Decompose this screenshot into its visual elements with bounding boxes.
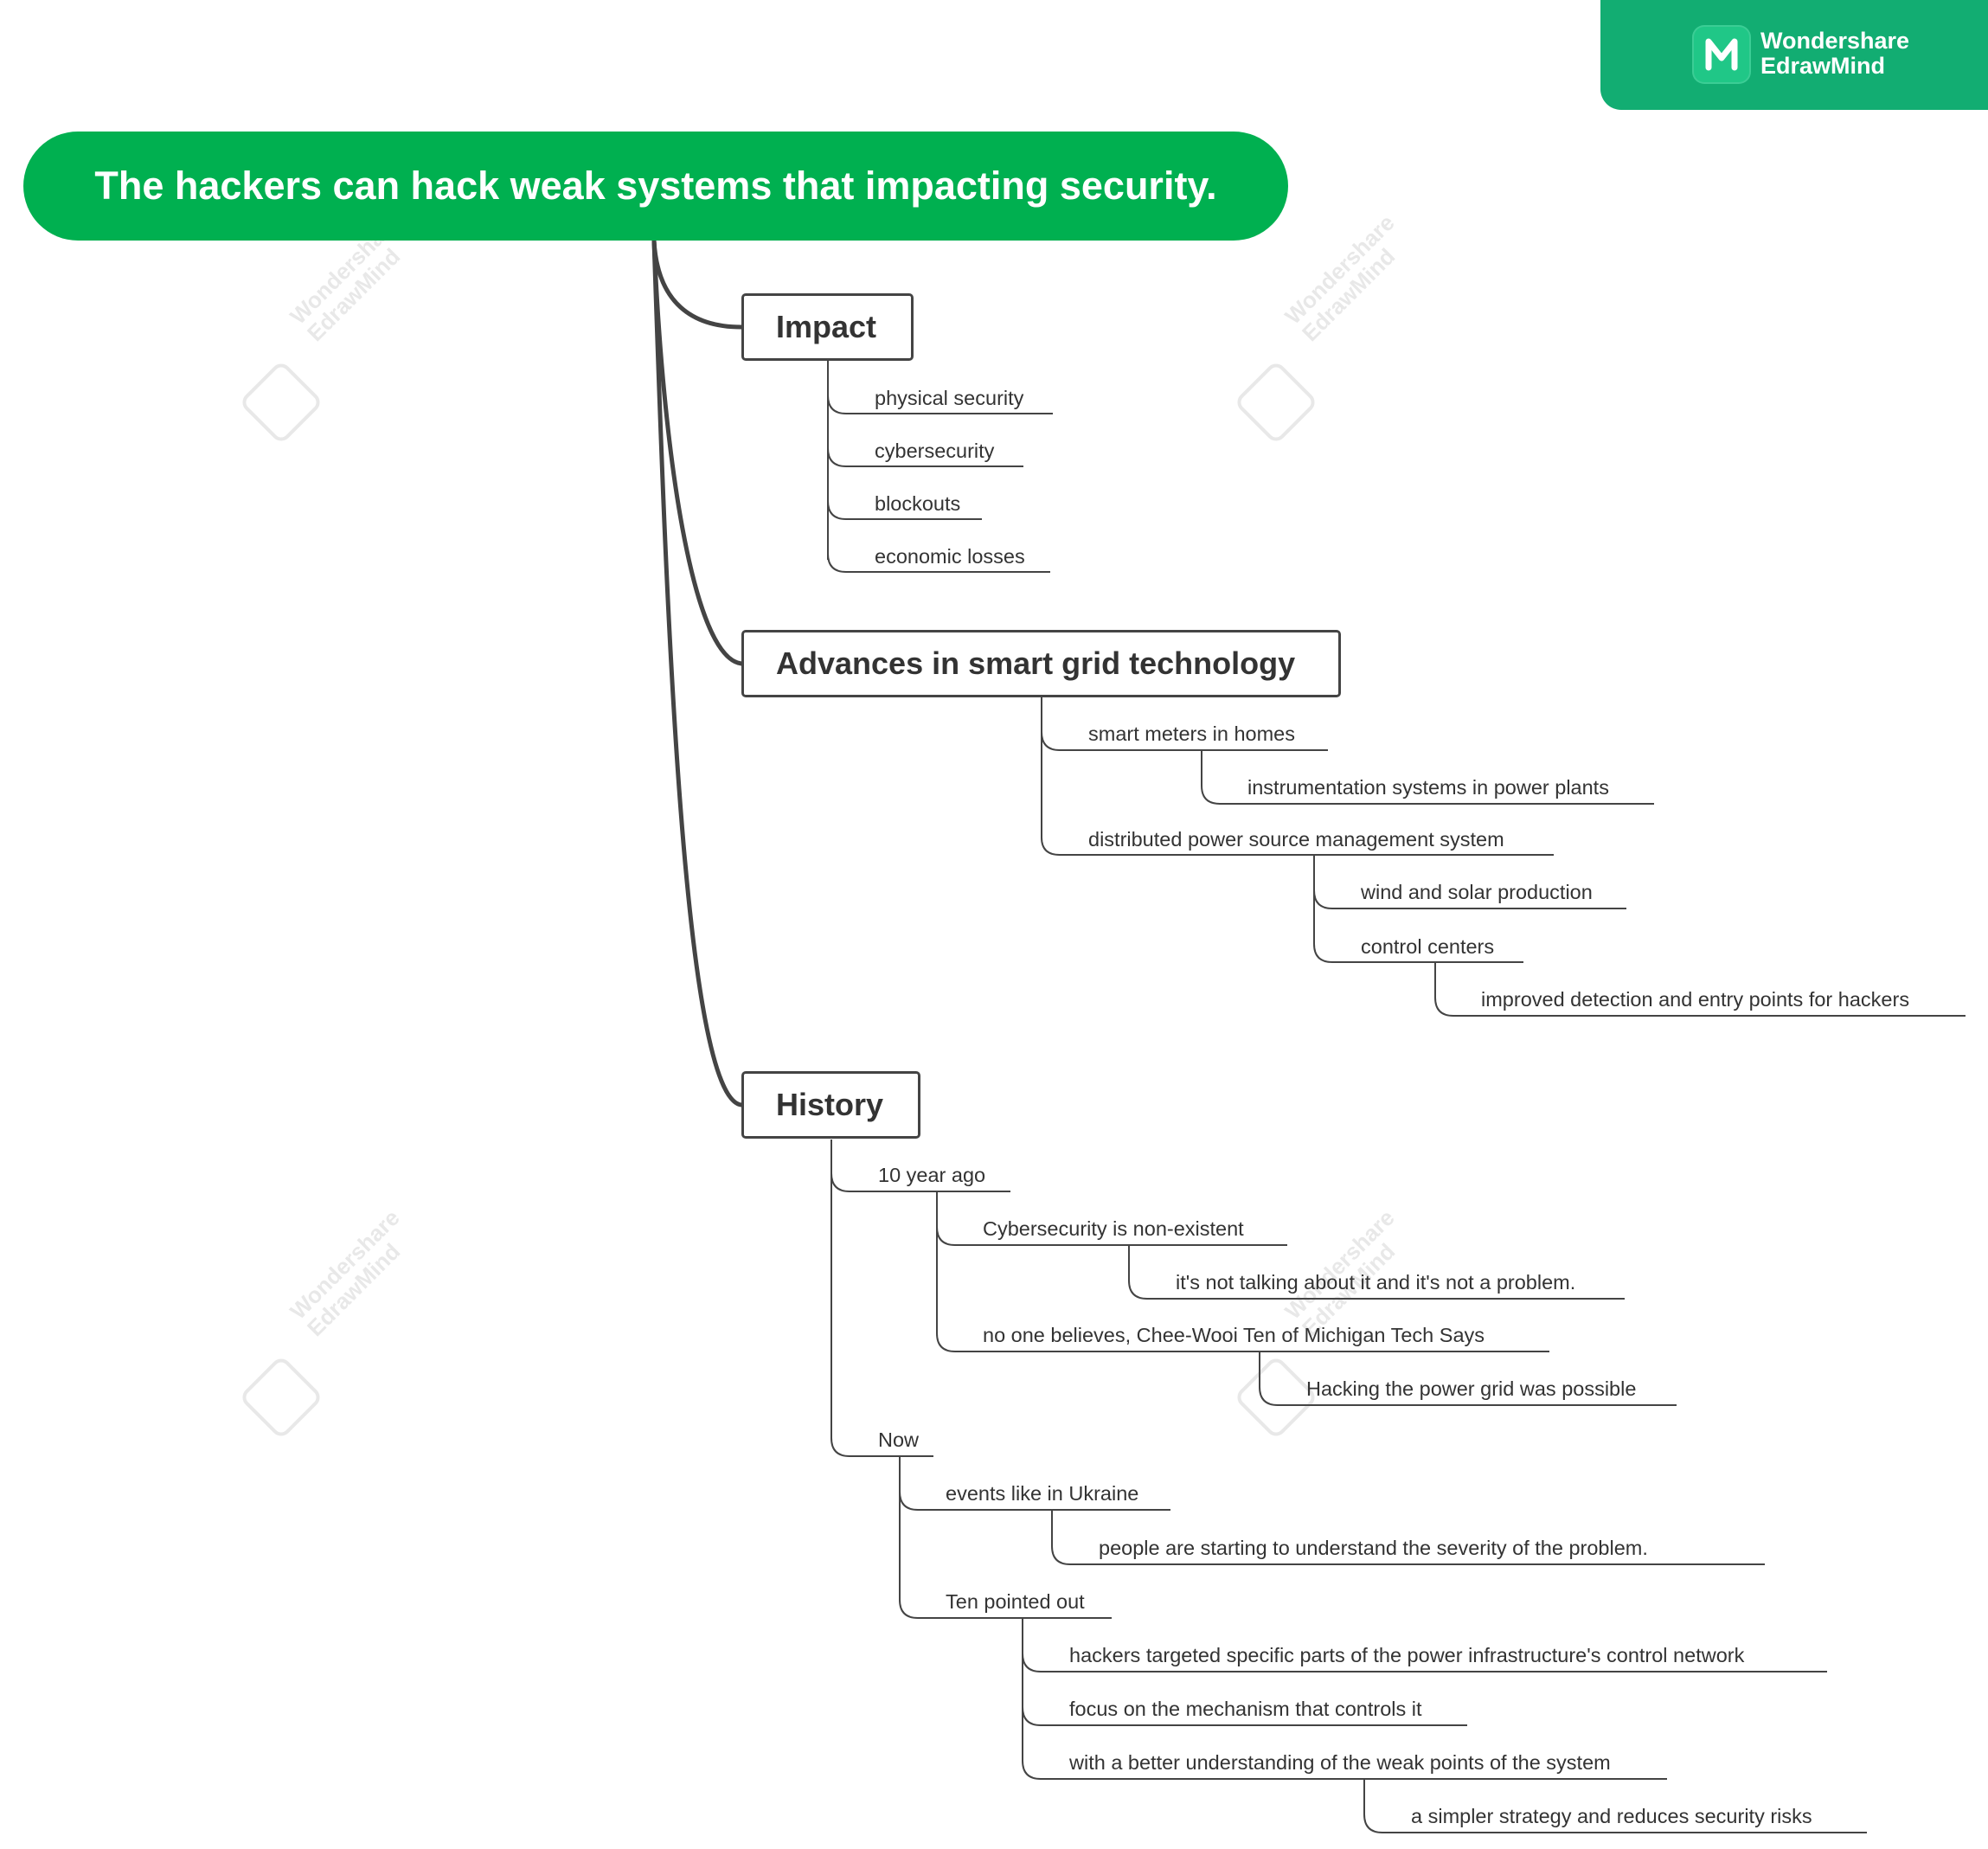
subtopic-not-talking[interactable]: it's not talking about it and it's not a…: [1176, 1271, 1576, 1294]
subtopic-better-understanding[interactable]: with a better understanding of the weak …: [1069, 1751, 1611, 1774]
subtopic-distributed-power[interactable]: distributed power source management syst…: [1088, 828, 1504, 851]
subtopic-hacking-possible[interactable]: Hacking the power grid was possible: [1306, 1377, 1637, 1400]
topic-label: Advances in smart grid technology: [776, 645, 1296, 681]
subtopic-hackers-targeted[interactable]: hackers targeted specific parts of the p…: [1069, 1644, 1745, 1666]
subtopic-instrumentation[interactable]: instrumentation systems in power plants: [1247, 776, 1609, 799]
subtopic-now[interactable]: Now: [878, 1428, 920, 1451]
topic-impact[interactable]: Impact: [741, 293, 914, 361]
subtopic-simpler-strategy[interactable]: a simpler strategy and reduces security …: [1411, 1805, 1812, 1827]
brand-line-1: Wondershare: [1760, 28, 1910, 54]
subtopic-wind-solar[interactable]: wind and solar production: [1361, 881, 1593, 903]
brand-name: Wondershare EdrawMind: [1760, 29, 1909, 79]
topic-history[interactable]: History: [741, 1071, 920, 1139]
topic-label: Impact: [776, 309, 877, 344]
subtopic-ten-years-ago[interactable]: 10 year ago: [878, 1164, 986, 1186]
topic-advances[interactable]: Advances in smart grid technology: [741, 630, 1341, 697]
root-topic[interactable]: The hackers can hack weak systems that i…: [23, 132, 1288, 241]
subtopic-cyber-nonexistent[interactable]: Cybersecurity is non-existent: [983, 1217, 1244, 1240]
subtopic-blockouts[interactable]: blockouts: [875, 492, 961, 515]
subtopic-no-one-believes[interactable]: no one believes, Chee-Wooi Ten of Michig…: [983, 1324, 1485, 1346]
brand-line-2: EdrawMind: [1760, 53, 1886, 79]
root-topic-label: The hackers can hack weak systems that i…: [94, 164, 1217, 208]
subtopic-control-centers[interactable]: control centers: [1361, 935, 1495, 958]
subtopic-events-ukraine[interactable]: events like in Ukraine: [946, 1482, 1139, 1505]
subtopic-improved-detection[interactable]: improved detection and entry points for …: [1481, 988, 1910, 1011]
subtopic-ten-pointed-out[interactable]: Ten pointed out: [946, 1590, 1085, 1613]
subtopic-cybersecurity[interactable]: cybersecurity: [875, 440, 995, 462]
topic-label: History: [776, 1087, 884, 1122]
brand-badge: Wondershare EdrawMind: [1600, 0, 1988, 110]
edrawmind-logo-icon: [1692, 25, 1751, 84]
subtopic-people-understand[interactable]: people are starting to understand the se…: [1099, 1537, 1648, 1559]
subtopic-focus-mechanism[interactable]: focus on the mechanism that controls it: [1069, 1698, 1422, 1720]
subtopic-physical-security[interactable]: physical security: [875, 387, 1024, 409]
subtopic-smart-meters[interactable]: smart meters in homes: [1088, 722, 1295, 745]
subtopic-economic-losses[interactable]: economic losses: [875, 545, 1025, 568]
root-to-history-connector: [651, 238, 744, 1107]
root-to-impact-connector: [651, 238, 744, 330]
